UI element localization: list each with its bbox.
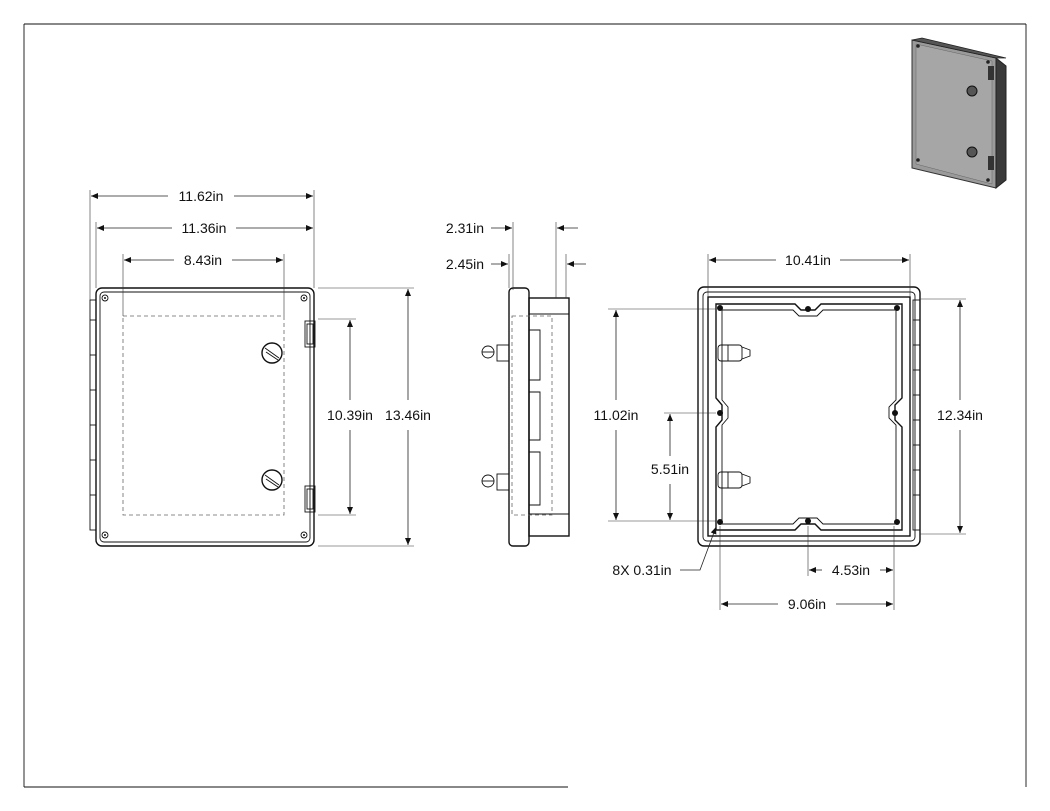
back-right-tabs: [912, 299, 921, 531]
front-screw-br: [300, 531, 308, 539]
back-outer: [697, 286, 921, 547]
front-screw-bl: [101, 531, 109, 539]
dim-front-window-width: 8.43in: [184, 252, 222, 268]
dim-mount-spacing-half: 4.53in: [832, 562, 870, 578]
back-dimensions: [608, 254, 966, 610]
side-key-bottom: [481, 473, 510, 491]
dim-front-overall-width: 11.62in: [179, 188, 224, 204]
dim-side-depth-a: 2.31in: [446, 220, 484, 236]
side-key-top: [481, 344, 510, 362]
iso-latch-top: [966, 85, 978, 97]
dim-hinge-span: 10.39in: [327, 407, 373, 423]
dim-side-depth-b: 2.45in: [446, 256, 484, 272]
side-dimensions: [491, 222, 586, 298]
dim-back-half-height: 5.51in: [651, 461, 689, 477]
side-body: [528, 297, 570, 537]
dim-mount-spacing: 9.06in: [788, 596, 826, 612]
iso-hinge-bottom: [988, 156, 994, 170]
front-hinge-top: [304, 320, 316, 348]
back-latch-top: [717, 344, 751, 362]
isometric-view: [911, 37, 1007, 190]
dim-back-outer-height: 12.34in: [937, 407, 983, 423]
front-screw-tr: [300, 294, 308, 302]
back-latch-bottom: [717, 471, 751, 489]
sheet-border: [23, 23, 1027, 788]
dim-back-width: 10.41in: [785, 252, 831, 268]
side-view: [481, 287, 570, 547]
dim-overall-height: 13.46in: [385, 407, 431, 423]
dim-front-body-width: 11.36in: [182, 220, 227, 236]
front-view: [89, 287, 316, 547]
side-door: [508, 287, 530, 547]
iso-hinge-top: [988, 66, 994, 80]
front-dimensions: [89, 190, 414, 547]
front-hinge-bottom: [304, 485, 316, 513]
back-inner-frame: [715, 303, 903, 531]
front-left-tabs: [89, 299, 97, 531]
dim-mount-holes: 8X 0.31in: [612, 562, 671, 578]
iso-latch-bottom: [966, 146, 978, 158]
front-window: [122, 315, 285, 516]
front-latch-top: [261, 342, 283, 364]
front-screw-tl: [101, 294, 109, 302]
back-view: [697, 286, 921, 547]
dim-back-inner-height: 11.02in: [594, 407, 639, 423]
front-latch-bottom: [261, 469, 283, 491]
back-body: [707, 296, 911, 537]
back-mount-holes: [717, 305, 900, 525]
front-body: [95, 287, 315, 547]
